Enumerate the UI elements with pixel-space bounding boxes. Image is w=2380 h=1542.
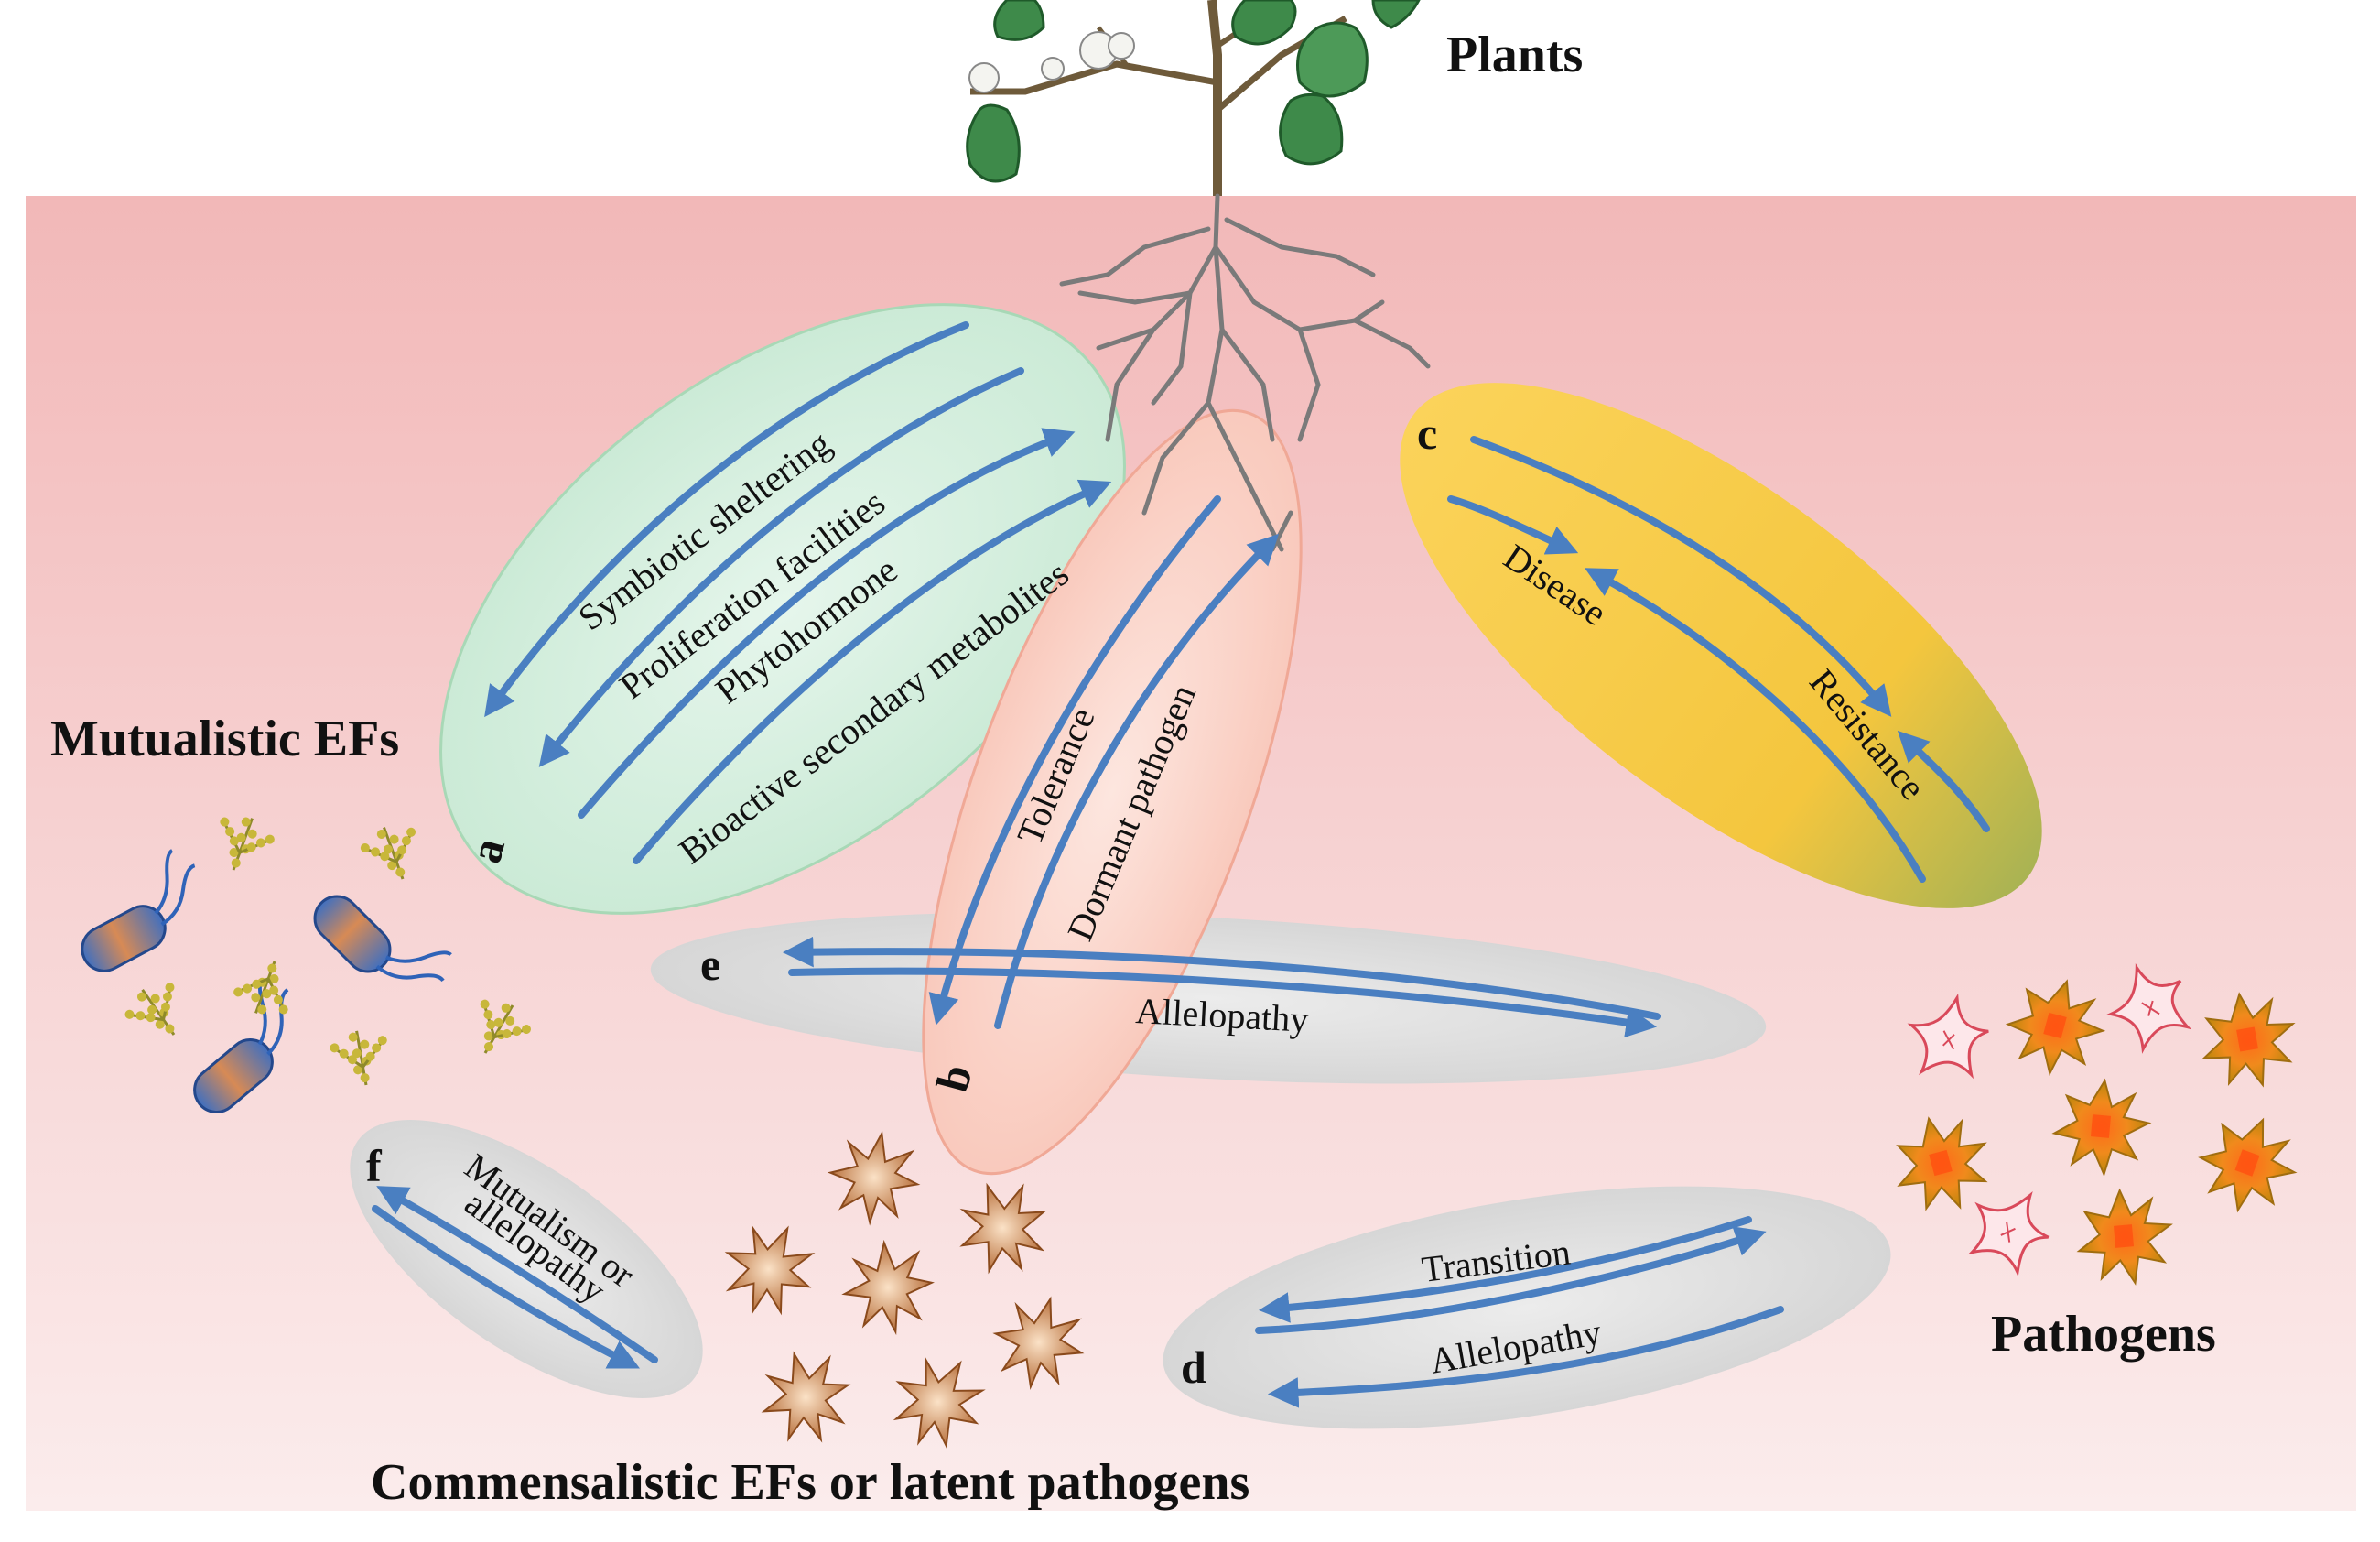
leaf [1296, 21, 1368, 98]
leaf [966, 103, 1021, 183]
letter-e: e [700, 939, 720, 990]
arrows-c [1447, 436, 1990, 883]
ellipse-b [922, 408, 1303, 1176]
letter-c: c [1417, 407, 1437, 459]
arrows-f [372, 1186, 658, 1369]
leaf [1371, 0, 1421, 29]
cotton-boll [1108, 32, 1135, 60]
cotton-boll [1041, 57, 1065, 81]
label-allelopathy-e: Allelopathy [1135, 990, 1310, 1040]
ellipse-c [1400, 383, 2042, 908]
leaf [1231, 0, 1297, 46]
arrows-a [484, 321, 1112, 864]
arrows-e [782, 936, 1661, 1038]
label-mutualistic-efs: Mutualistic EFs [50, 711, 399, 767]
arrows-b [928, 495, 1280, 1029]
letter-d: d [1181, 1341, 1206, 1393]
leaf [1279, 92, 1344, 166]
cotton-boll [968, 62, 1000, 93]
arrows-d [1255, 1216, 1784, 1408]
leaf [993, 0, 1045, 41]
letter-f: f [366, 1140, 383, 1191]
label-plants: Plants [1446, 27, 1583, 83]
tree-icon [966, 0, 1421, 196]
label-pathogens: Pathogens [1991, 1306, 2216, 1363]
label-commensalistic: Commensalistic EFs or latent pathogens [371, 1454, 1250, 1511]
